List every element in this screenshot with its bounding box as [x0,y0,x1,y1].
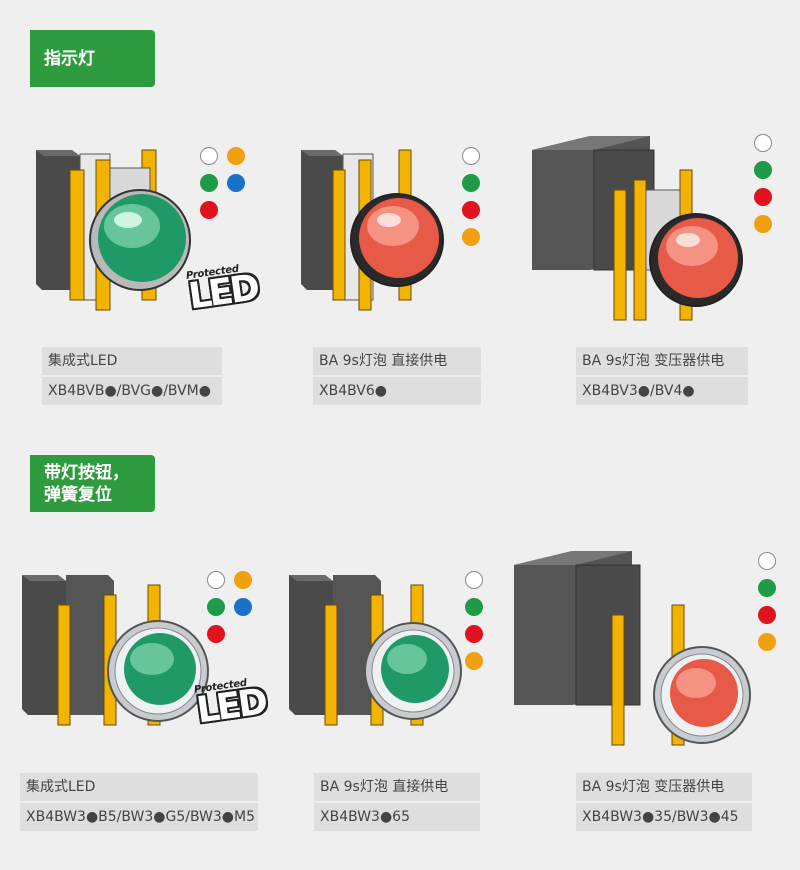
section-tag-line: 弹簧复位 [44,484,112,505]
color-dot-green [754,161,772,179]
product-image-pushbutton-led [18,565,218,765]
color-dot-white [754,134,772,152]
product-image-pilot-led [30,140,230,340]
color-dot-orange [754,215,772,233]
color-dot-green [200,174,218,192]
color-dot-orange [462,228,480,246]
product-code: XB4BV6● [313,377,481,405]
product-name: 集成式LED [20,773,258,801]
product-image-pilot-ba9s-transformer [530,130,750,340]
product-code: XB4BW3●35/BW3●45 [576,803,752,831]
protected-led-logo: Protected LED [193,675,268,732]
product-label: BA 9s灯泡 直接供电 XB4BW3●65 [314,773,480,833]
product-code: XB4BW3●B5/BW3●G5/BW3●M5 [20,803,258,831]
product-name: 集成式LED [42,347,222,375]
product-name: BA 9s灯泡 直接供电 [313,347,481,375]
color-options [465,571,483,670]
color-dot-green [465,598,483,616]
color-dot-red [754,188,772,206]
product-name: BA 9s灯泡 变压器供电 [576,347,748,375]
led-logo-big-text: LED [194,681,268,732]
color-dot-orange [758,633,776,651]
product-code: XB4BVB●/BVG●/BVM● [42,377,222,405]
product-label: 集成式LED XB4BVB●/BVG●/BVM● [42,347,222,407]
product-image-pushbutton-ba9s-direct [285,565,465,765]
section-tag-indicator-lights: 指示灯 [30,30,155,87]
led-logo-big-text: LED [186,267,260,318]
color-dot-green [207,598,225,616]
color-dot-red [462,201,480,219]
color-dot-white [462,147,480,165]
color-options [462,147,480,246]
color-options [207,571,252,643]
color-dot-blue [234,598,252,616]
color-options [200,147,245,219]
product-label: BA 9s灯泡 变压器供电 XB4BV3●/BV4● [576,347,748,407]
color-dot-orange [465,652,483,670]
color-dot-orange [234,571,252,589]
product-name: BA 9s灯泡 直接供电 [314,773,480,801]
color-dot-orange [227,147,245,165]
section-tag-line: 指示灯 [44,48,95,69]
product-name: BA 9s灯泡 变压器供电 [576,773,752,801]
section-tag-line: 带灯按钮， [44,462,129,483]
product-label: BA 9s灯泡 直接供电 XB4BV6● [313,347,481,407]
section-tag-illuminated-pushbuttons: 带灯按钮， 弹簧复位 [30,455,155,512]
product-code: XB4BW3●65 [314,803,480,831]
product-label: 集成式LED XB4BW3●B5/BW3●G5/BW3●M5 [20,773,258,833]
product-code: XB4BV3●/BV4● [576,377,748,405]
color-dot-red [758,606,776,624]
color-dot-green [758,579,776,597]
color-dot-red [200,201,218,219]
color-dot-white [758,552,776,570]
color-dot-red [465,625,483,643]
color-dot-green [462,174,480,192]
product-label: BA 9s灯泡 变压器供电 XB4BW3●35/BW3●45 [576,773,752,833]
color-dot-blue [227,174,245,192]
protected-led-logo: Protected LED [185,261,260,318]
product-image-pushbutton-ba9s-transformer [512,545,762,765]
color-options [758,552,776,651]
color-dot-white [465,571,483,589]
color-options [754,134,772,233]
color-dot-red [207,625,225,643]
color-dot-white [207,571,225,589]
product-image-pilot-ba9s-direct [295,140,455,340]
color-dot-white [200,147,218,165]
